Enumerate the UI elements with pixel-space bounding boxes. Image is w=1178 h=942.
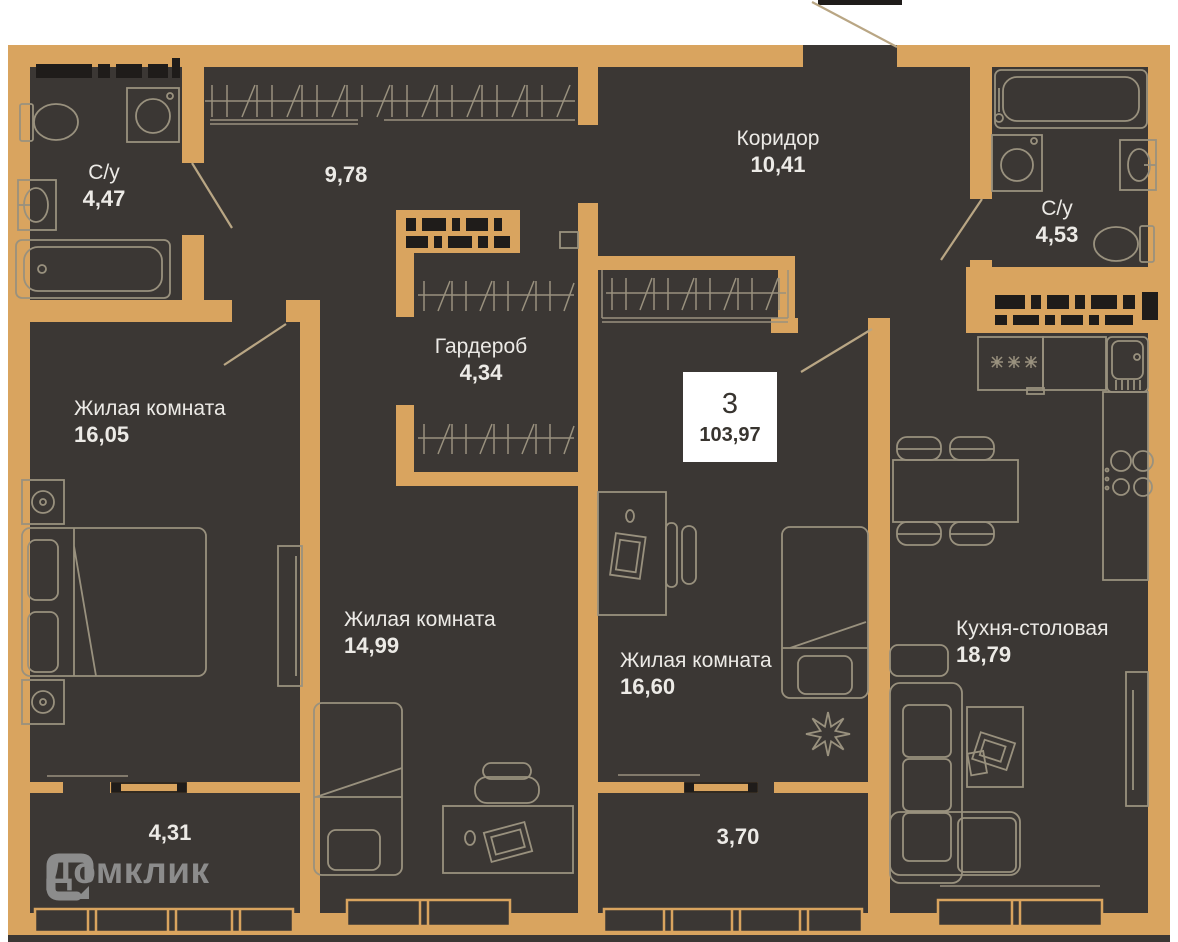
badge-total-area: 103,97: [699, 423, 761, 446]
domclick-logo: Домклик: [46, 850, 210, 901]
badge-room-count: 3: [721, 387, 739, 420]
wall-shaft-patterns: [36, 58, 1158, 325]
closet-corridor: [601, 270, 789, 323]
kitchen-furniture: [889, 336, 1154, 884]
wardrobe-racks: [418, 231, 579, 455]
door-swing-lines: [191, 1, 983, 373]
bathroom-right-fixtures: [991, 69, 1157, 263]
living-right-furniture: [597, 491, 869, 757]
windows: [33, 898, 1104, 934]
balcony-doors: [47, 774, 1100, 887]
bathroom-left-fixtures: [15, 87, 180, 299]
closet-hallway: [205, 84, 575, 125]
area-badge: 3 103,97: [683, 372, 777, 462]
domclick-house-icon: [46, 853, 94, 901]
living-left-furniture: [21, 479, 303, 725]
living-middle-furniture: [313, 702, 574, 876]
plan-walls: [8, 0, 1170, 942]
